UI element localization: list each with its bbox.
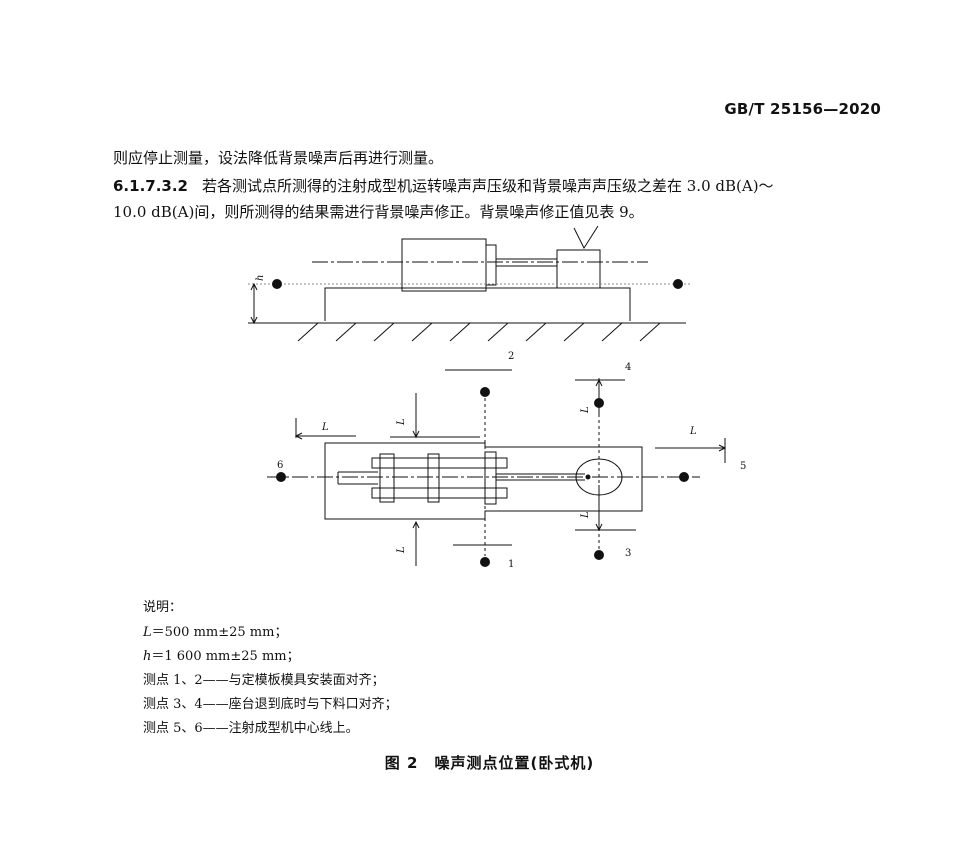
figure-caption: 图 2 噪声测点位置(卧式机) xyxy=(0,752,979,773)
legend-symbol: L xyxy=(143,625,152,640)
legend-item-points-5-6: 测点 5、6——注射成型机中心线上。 xyxy=(143,721,359,736)
measurement-point-4 xyxy=(594,398,604,408)
figure-number: 图 2 xyxy=(384,754,419,772)
L-label-4: L xyxy=(580,406,591,414)
measurement-point-1 xyxy=(480,557,490,567)
side-measurement-point-left xyxy=(272,279,282,289)
measurement-point-6 xyxy=(276,472,286,482)
machine-base xyxy=(324,287,631,321)
measurement-point-2 xyxy=(480,387,490,397)
clause-text-line-1: 若各测试点所测得的注射成型机运转噪声声压级和背景噪声声压级之差在 3.0 dB(… xyxy=(201,177,774,195)
h-arrow-top xyxy=(250,282,258,291)
label-point-5: 5 xyxy=(740,461,746,472)
legend-title: 说明： xyxy=(143,600,183,615)
L-label-1: L xyxy=(396,546,407,554)
clause-text-line-2: 10.0 dB(A)间，则所测得的结果需进行背景噪声修正。背景噪声修正值见表 9… xyxy=(113,203,644,221)
legend-item-points-3-4: 测点 3、4——座台退到底时与下料口对齐； xyxy=(143,697,398,712)
top-view xyxy=(267,369,727,566)
clause-paragraph: 6.1.7.3.2 若各测试点所测得的注射成型机运转噪声声压级和背景噪声声压级之差… xyxy=(113,176,774,196)
injection-unit xyxy=(556,249,601,289)
legend-text: ＝1 600 mm±25 mm； xyxy=(151,649,300,664)
label-point-1: 1 xyxy=(508,559,514,570)
figure-title: 噪声测点位置(卧式机) xyxy=(434,754,595,772)
fixed-platen xyxy=(484,451,497,505)
h-label: h xyxy=(255,275,266,281)
label-point-6: 6 xyxy=(277,460,283,471)
legend-text: ＝500 mm±25 mm； xyxy=(151,625,288,640)
paragraph-line-1: 则应停止测量，设法降低背景噪声后再进行测量。 xyxy=(113,149,444,167)
L-label-2: L xyxy=(396,418,407,426)
L-label-3: L xyxy=(580,511,591,519)
middle-platen xyxy=(427,453,440,503)
moving-platen xyxy=(379,453,395,503)
L-label-6: L xyxy=(321,422,329,433)
hopper xyxy=(573,225,599,250)
h-arrow-bottom xyxy=(250,316,258,325)
standard-number: GB/T 25156—2020 xyxy=(724,100,881,118)
L-label-5: L xyxy=(689,426,697,437)
side-view xyxy=(248,225,690,342)
ground-hatching xyxy=(297,322,661,342)
legend-item-points-1-2: 测点 1、2——与定模板模具安装面对齐； xyxy=(143,673,385,688)
legend-item-h: h＝1 600 mm±25 mm； xyxy=(143,645,300,664)
measurement-point-3 xyxy=(594,550,604,560)
label-point-4: 4 xyxy=(625,362,631,373)
legend-item-L: L＝500 mm±25 mm； xyxy=(143,621,287,640)
label-point-3: 3 xyxy=(625,548,631,559)
clamp-plate xyxy=(485,244,497,286)
clamp-unit xyxy=(401,238,487,292)
nozzle-point xyxy=(585,474,591,480)
measurement-point-5 xyxy=(679,472,689,482)
legend-symbol: h xyxy=(143,649,152,664)
label-point-2: 2 xyxy=(508,351,514,362)
machine-outline-top xyxy=(324,442,643,520)
side-measurement-point-right xyxy=(673,279,683,289)
clause-number: 6.1.7.3.2 xyxy=(113,177,188,195)
